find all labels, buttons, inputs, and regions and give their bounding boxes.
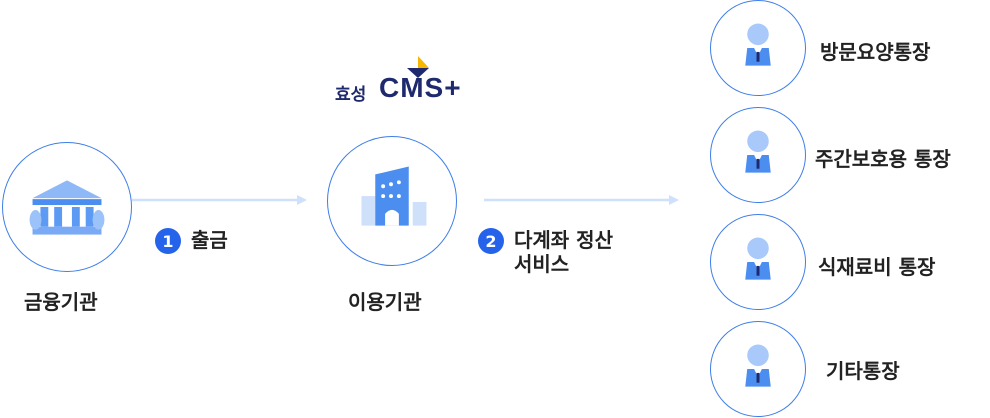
account-label-4: 기타통장	[826, 359, 900, 383]
step-1-text: 출금	[191, 228, 228, 252]
building-icon	[361, 166, 427, 226]
person-icon	[745, 23, 771, 66]
account-node-2	[710, 107, 806, 203]
account-label-2: 주간보호용 통장	[815, 147, 951, 171]
financial-institution-label: 금융기관	[24, 290, 98, 314]
arrow-to-institution	[132, 193, 308, 207]
account-label-3: 식재료비 통장	[818, 255, 936, 279]
step-1: 1 출금	[155, 228, 228, 254]
bank-icon	[29, 180, 105, 235]
person-icon	[745, 130, 771, 173]
step-1-badge: 1	[155, 228, 181, 254]
logo-korean-text: 효성	[335, 85, 367, 105]
arrow-to-accounts	[484, 193, 680, 207]
hyosung-cms-logo: 효성 CMS+	[335, 56, 475, 106]
institution-label: 이용기관	[348, 290, 422, 314]
institution-node	[327, 136, 457, 266]
person-icon	[745, 344, 771, 387]
account-node-3	[710, 214, 806, 310]
logo-mark-icon	[407, 56, 429, 78]
account-label-1: 방문요양통장	[820, 40, 931, 64]
account-node-1	[710, 0, 806, 96]
person-icon	[745, 237, 771, 280]
step-2-badge: 2	[478, 228, 504, 254]
account-node-4	[710, 321, 806, 417]
logo-english-text: CMS+	[379, 72, 462, 103]
step-2: 2 다계좌 정산 서비스	[478, 228, 613, 276]
step-2-text: 다계좌 정산 서비스	[514, 228, 613, 276]
financial-institution-node	[2, 142, 132, 272]
